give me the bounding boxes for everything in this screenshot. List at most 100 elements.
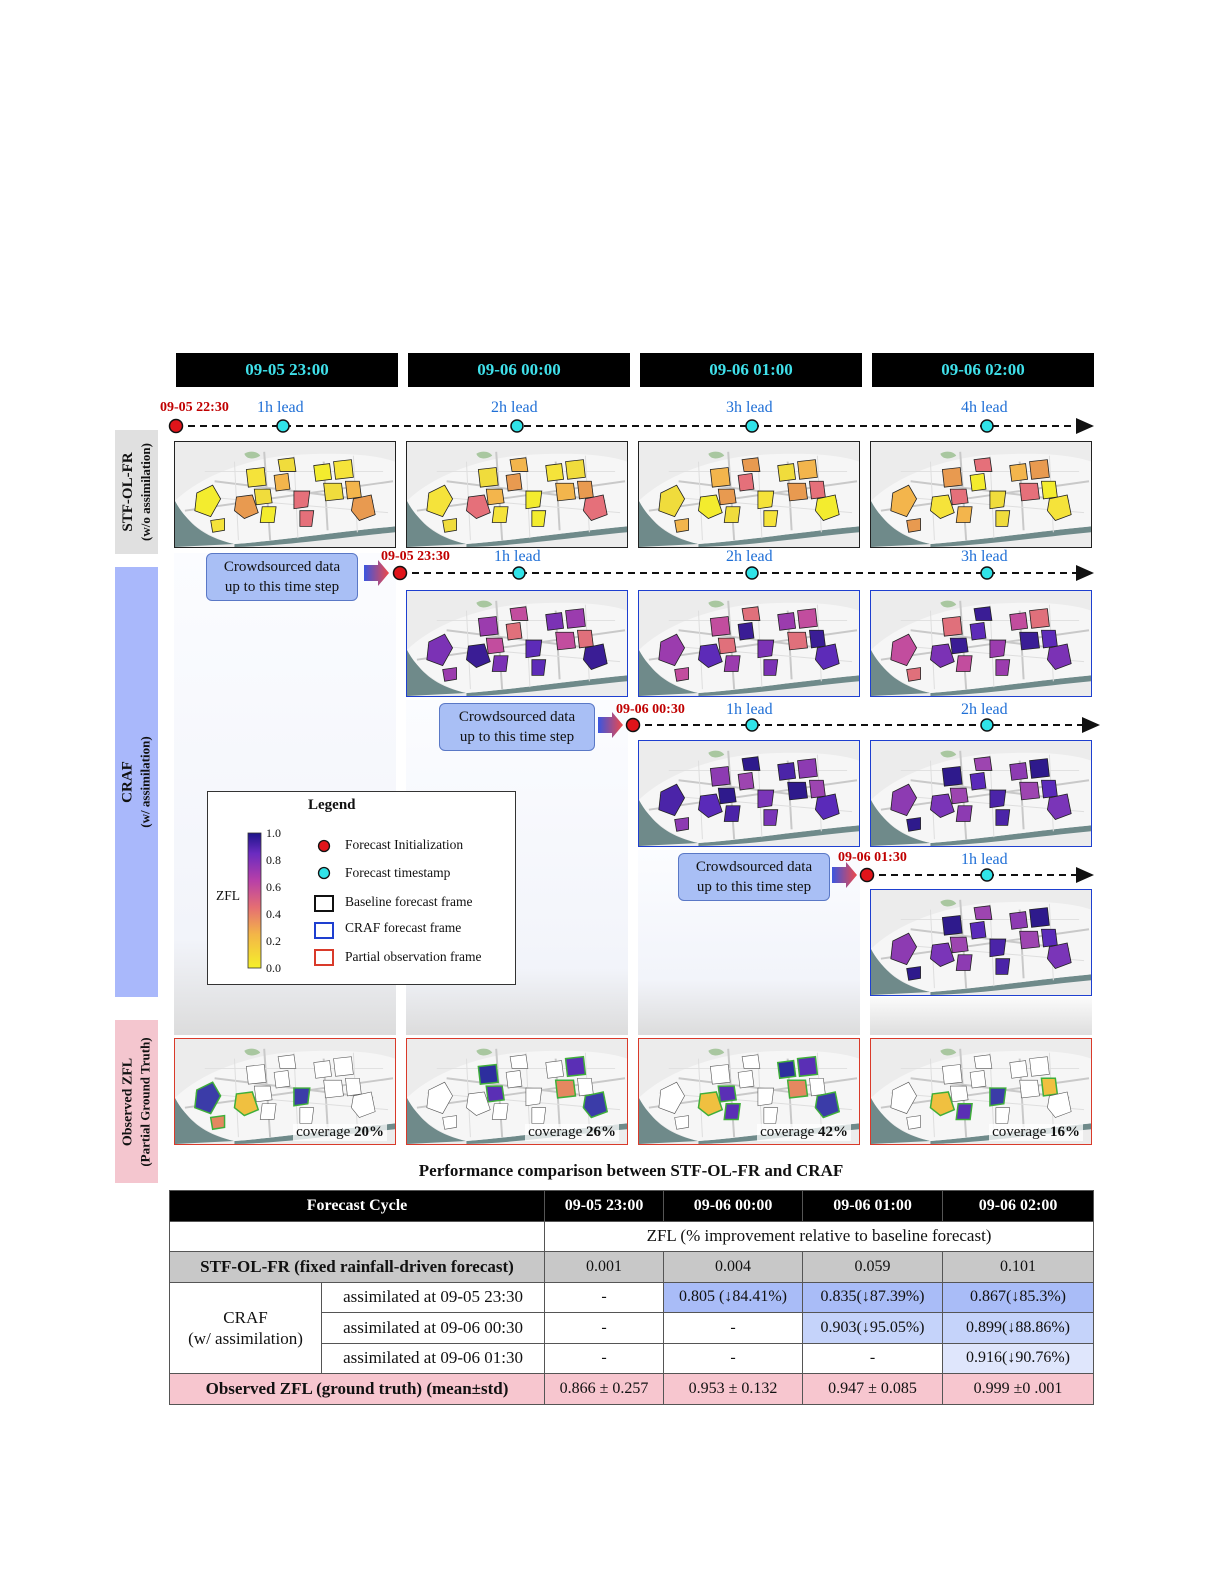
legend-item-craf: CRAF forecast frame [345, 920, 462, 935]
table-title: Performance comparison between STF-OL-FR… [418, 1161, 844, 1180]
baseline-frame-legend-icon [314, 895, 334, 912]
subheader: ZFL (% improvement relative to baseline … [544, 1220, 1095, 1252]
obs-frame-legend-icon [314, 949, 334, 966]
timeline-3-lead-1: 1h lead [726, 701, 773, 718]
row-label-observed: Observed ZFL(Partial Ground Truth) [115, 1020, 158, 1183]
timeline-4-lead-1: 1h lead [961, 851, 1008, 868]
observed-frame-4: coverage 16% [870, 1038, 1092, 1145]
table-row-observed: Observed ZFL (ground truth) (mean±std) 0… [168, 1373, 1095, 1405]
table-cell: - [663, 1312, 804, 1344]
craf-label-line-1: CRAF [223, 1307, 268, 1327]
craf-label-line-2: (w/ assimilation) [188, 1328, 303, 1348]
observed-frame-2: coverage 26% [406, 1038, 628, 1145]
table-cell: 0.101 [942, 1251, 1095, 1283]
assimilation-arrow [364, 560, 389, 586]
craf-label: CRAF (w/ assimilation) [169, 1281, 322, 1374]
legend-item-baseline: Baseline forecast frame [345, 894, 473, 909]
timeline-2-init: 09-05 23:30 [381, 549, 450, 564]
coverage-text: coverage [760, 1124, 818, 1140]
column-header-2: 09-06 00:00 [408, 353, 630, 387]
coverage-text: coverage [296, 1124, 354, 1140]
colorbar-tick: 1.0 [266, 826, 281, 840]
table-cell: - [544, 1312, 665, 1344]
craf-frame-legend-icon [314, 922, 334, 939]
map-thumbnail [871, 890, 1091, 995]
baseline-frame-4 [870, 441, 1092, 548]
header-forecast-cycle: Forecast Cycle [168, 1190, 546, 1222]
header-col: 09-06 00:00 [663, 1190, 804, 1222]
callout-line-2: up to this time step [224, 579, 340, 595]
table-cell: 0.001 [544, 1251, 665, 1283]
timeline-1-lead-4: 4h lead [961, 399, 1008, 416]
column-header-1: 09-05 23:00 [176, 353, 398, 387]
craf-row-label: assimilated at 09-06 01:30 [320, 1342, 546, 1374]
crowdsourced-callout-2: Crowdsourced data up to this time step [439, 703, 595, 751]
init-dot [168, 418, 184, 434]
table-cell: - [802, 1342, 944, 1374]
coverage-value: 42% [818, 1124, 848, 1140]
craf-frame-a-2 [406, 590, 628, 697]
table-header-row: Forecast Cycle 09-05 23:00 09-06 00:00 0… [168, 1190, 1095, 1222]
timeline-1-lead-2: 2h lead [491, 399, 538, 416]
timeline-2-lead-2: 2h lead [726, 548, 773, 565]
header-col: 09-06 01:00 [802, 1190, 944, 1222]
map-thumbnail [639, 442, 859, 547]
coverage-value: 26% [586, 1124, 616, 1140]
timeline-2-lead-3: 3h lead [961, 548, 1008, 565]
table-cell: 0.916(↓90.76%) [942, 1342, 1095, 1374]
timestamp-dot [980, 868, 994, 882]
craf-column-bg-4 [870, 997, 1092, 1035]
craf-row-label: assimilated at 09-05 23:30 [320, 1281, 546, 1313]
timestamp-dot [510, 419, 524, 433]
craf-frame-b-4 [870, 740, 1092, 847]
coverage-value: 20% [354, 1124, 384, 1140]
header-col: 09-05 23:00 [544, 1190, 665, 1222]
timestamp-dot [745, 566, 759, 580]
crowdsourced-callout-1: Crowdsourced data up to this time step [206, 553, 358, 601]
table-cell: - [544, 1281, 665, 1313]
baseline-label: STF-OL-FR (fixed rainfall-driven forecas… [168, 1251, 546, 1283]
column-header-3: 09-06 01:00 [640, 353, 862, 387]
colorbar-label: ZFL [216, 888, 241, 903]
baseline-frame-3 [638, 441, 860, 548]
timeline-3 [598, 712, 1100, 738]
init-dot [625, 717, 641, 733]
map-thumbnail [407, 1039, 627, 1144]
table-cell: - [663, 1342, 804, 1374]
callout-line-1: Crowdsourced data [458, 709, 576, 725]
timestamp-dot [745, 718, 759, 732]
map-thumbnail [871, 741, 1091, 846]
timeline-1-lead-1: 1h lead [257, 399, 304, 416]
map-thumbnail [871, 591, 1091, 696]
map-thumbnail [871, 1039, 1091, 1144]
colorbar-tick: 0.0 [266, 961, 281, 975]
table-cell: 0.805 (↓84.41%) [663, 1281, 804, 1313]
legend-item-init: Forecast Initialization [345, 837, 464, 852]
craf-frame-c-4 [870, 889, 1092, 996]
baseline-frame-1 [174, 441, 396, 548]
legend-graphics [247, 832, 334, 969]
legend-box: Legend ZFL 1.0 0.8 0.6 0.4 0.2 0.0 Forec… [207, 791, 516, 985]
colorbar-tick: 0.4 [266, 907, 281, 921]
observed-label: Observed ZFL (ground truth) (mean±std) [168, 1373, 546, 1405]
coverage-text: coverage [992, 1124, 1050, 1140]
coverage-label: coverage 16% [989, 1124, 1083, 1141]
legend-title: Legend [308, 797, 356, 813]
table-cell: 0.004 [663, 1251, 804, 1283]
header-col: 09-06 02:00 [942, 1190, 1095, 1222]
timeline-2-lead-1: 1h lead [494, 548, 541, 565]
coverage-value: 16% [1050, 1124, 1080, 1140]
assimilation-arrow [598, 712, 623, 738]
table-cell: 0.999 ±0 .001 [942, 1373, 1095, 1405]
row-label-observed-title: Observed ZFL [120, 1057, 136, 1146]
timeline-1-lead-3: 3h lead [726, 399, 773, 416]
performance-table: Forecast Cycle 09-05 23:00 09-06 00:00 0… [168, 1190, 1095, 1405]
callout-line-1: Crowdsourced data [223, 559, 341, 575]
timeline-3-lead-2: 2h lead [961, 701, 1008, 718]
observed-frame-3: coverage 42% [638, 1038, 860, 1145]
timeline-1 [168, 418, 1094, 434]
init-dot [392, 565, 408, 581]
colorbar-tick: 0.6 [266, 880, 281, 894]
timeline-3-init: 09-06 00:30 [616, 702, 685, 717]
timestamp-dot [512, 566, 526, 580]
